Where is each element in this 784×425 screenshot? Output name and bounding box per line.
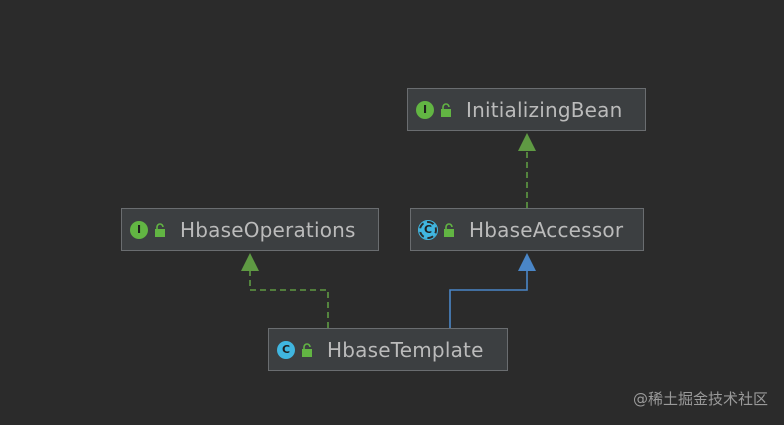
edge-implements-hbase-template-to-hbase-operations — [249, 271, 329, 328]
edge-extends-hbase-template-to-hbase-accessor — [449, 271, 528, 328]
lock-icon — [440, 102, 452, 117]
lock-icon — [154, 222, 166, 237]
node-initializing-bean[interactable]: I InitializingBean — [407, 88, 646, 131]
interface-icon: I — [130, 220, 148, 239]
node-label: InitializingBean — [466, 97, 623, 122]
node-hbase-template[interactable]: C HbaseTemplate — [268, 328, 508, 371]
arrowhead-implements — [241, 253, 259, 271]
watermark: @稀土掘金技术社区 — [632, 390, 768, 408]
abstract-class-icon: C — [418, 219, 438, 240]
node-label: HbaseAccessor — [469, 217, 624, 242]
arrowhead-implements — [518, 133, 536, 151]
node-hbase-accessor[interactable]: C HbaseAccessor — [410, 208, 644, 251]
class-icon: C — [277, 340, 295, 359]
node-hbase-operations[interactable]: I HbaseOperations — [121, 208, 379, 251]
lock-icon — [443, 222, 455, 237]
lock-icon — [301, 342, 313, 357]
node-label: HbaseTemplate — [327, 337, 484, 362]
arrowhead-extends — [518, 253, 536, 271]
interface-icon: I — [416, 100, 434, 119]
node-label: HbaseOperations — [180, 217, 356, 242]
